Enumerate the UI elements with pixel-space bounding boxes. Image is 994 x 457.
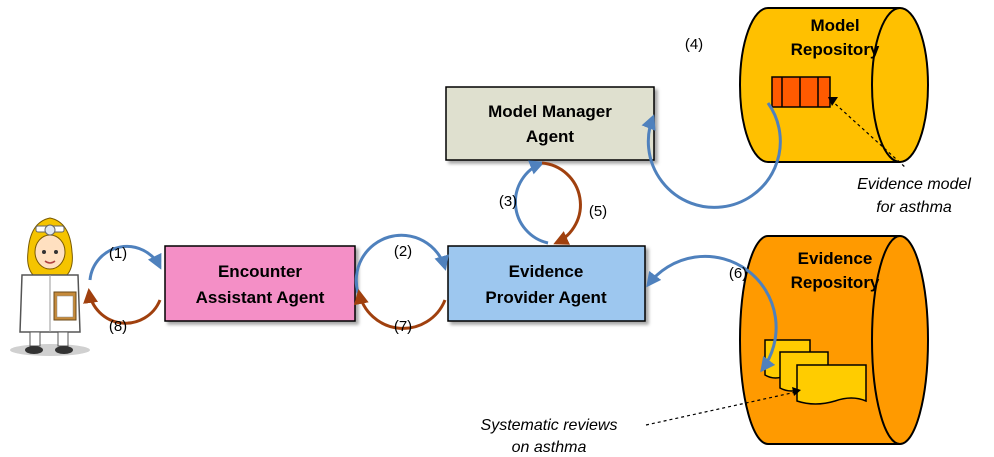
- step-label-4: (4): [685, 36, 703, 53]
- evidence-model-icon: [771, 76, 831, 108]
- model-manager-agent-box: Model Manager Agent: [445, 86, 655, 161]
- evidence-model-note-2: for asthma: [876, 199, 952, 216]
- arrow-step-3: [513, 160, 549, 245]
- arrow-step-6: [646, 254, 778, 373]
- evidence-repository-label-1: Evidence: [798, 249, 873, 268]
- evidence-provider-agent-label-1: Evidence: [509, 262, 584, 281]
- systematic-reviews-pointer-head: [792, 387, 801, 396]
- evidence-repository-label-2: Repository: [791, 273, 880, 292]
- step-label-3: (3): [499, 193, 517, 210]
- step-label-5: (5): [589, 203, 607, 220]
- evidence-provider-agent-label-2: Provider Agent: [485, 288, 607, 307]
- evidence-repository: Evidence Repository: [739, 235, 929, 445]
- evidence-model-note-1: Evidence model: [857, 176, 971, 193]
- systematic-reviews-pointer: [645, 391, 797, 426]
- arrow-step-8: [83, 288, 162, 325]
- model-repository-label-2: Repository: [791, 40, 880, 59]
- arrow-step-5: [541, 161, 582, 245]
- step-label-6: (6): [729, 265, 747, 282]
- arrow-step-2: [354, 233, 449, 294]
- model-repository-label-1: Model: [810, 16, 859, 35]
- arrow-step-1: [88, 244, 162, 281]
- model-manager-agent-label-2: Agent: [526, 127, 575, 146]
- systematic-reviews-note-1: Systematic reviews: [481, 417, 618, 434]
- evidence-provider-agent-box: Evidence Provider Agent: [447, 245, 646, 322]
- arrow-step-4: [641, 102, 782, 209]
- step-label-2: (2): [394, 243, 412, 260]
- doctor-icon: [10, 217, 90, 356]
- systematic-reviews-documents-icon: [764, 339, 867, 405]
- step-label-7: (7): [394, 318, 412, 335]
- systematic-reviews-note-2: on asthma: [512, 439, 587, 456]
- encounter-assistant-agent-label-2: Assistant Agent: [196, 288, 325, 307]
- encounter-assistant-agent-label-1: Encounter: [218, 262, 302, 281]
- arrow-step-7: [353, 289, 447, 330]
- encounter-assistant-agent-box: Encounter Assistant Agent: [164, 245, 356, 322]
- evidence-model-pointer-head: [828, 97, 838, 106]
- step-label-1: (1): [109, 245, 127, 262]
- step-label-8: (8): [109, 318, 127, 335]
- model-repository: Model Repository: [739, 7, 929, 163]
- model-manager-agent-label-1: Model Manager: [488, 102, 612, 121]
- evidence-model-pointer: [830, 99, 907, 169]
